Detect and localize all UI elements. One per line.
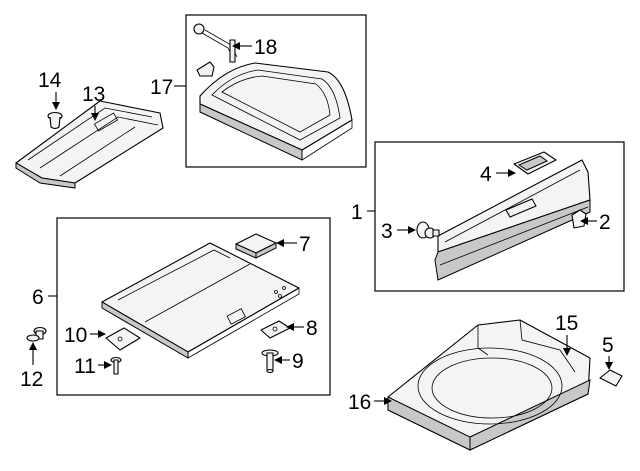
part-9-stud <box>261 349 279 374</box>
callout-2: 2 <box>599 211 611 234</box>
part-14-clip <box>47 111 63 130</box>
callout-7: 7 <box>299 233 311 256</box>
callout-6: 6 <box>32 286 44 309</box>
callout-5: 5 <box>602 334 614 357</box>
callout-13: 13 <box>82 83 105 106</box>
part-3-push-pin <box>416 221 440 239</box>
part-4-latch-cover <box>513 151 557 175</box>
group-box-6 <box>56 217 331 396</box>
callout-4: 4 <box>480 163 492 186</box>
part-12-push-clip <box>26 326 47 342</box>
part-1-sill-trim <box>434 159 591 281</box>
callout-3: 3 <box>381 220 393 243</box>
callout-8: 8 <box>306 317 318 340</box>
callout-12: 12 <box>20 368 43 391</box>
callout-9: 9 <box>292 350 304 373</box>
callout-1: 1 <box>351 201 363 224</box>
part-11-bolt <box>110 356 122 375</box>
callout-17: 17 <box>150 76 173 99</box>
part-6-load-floor <box>101 242 300 359</box>
part-5-wedge <box>599 369 623 387</box>
callout-16: 16 <box>348 391 371 414</box>
part-18-tray-strap <box>193 23 238 77</box>
callout-11: 11 <box>74 355 96 378</box>
callout-18: 18 <box>254 36 277 59</box>
leader-lines <box>29 42 613 405</box>
part-10-hinge-plate <box>105 327 141 351</box>
callout-10: 10 <box>64 324 87 347</box>
callout-14: 14 <box>38 69 62 92</box>
part-13-floor-panel <box>15 100 164 189</box>
group-box-1 <box>374 141 625 292</box>
part-17-package-tray <box>199 62 353 161</box>
callout-15: 15 <box>555 312 578 335</box>
group-box-17 <box>185 14 367 168</box>
part-8-bracket <box>260 320 291 339</box>
part-16-spare-tire-tray <box>387 319 591 451</box>
part-7-pad <box>235 233 277 259</box>
